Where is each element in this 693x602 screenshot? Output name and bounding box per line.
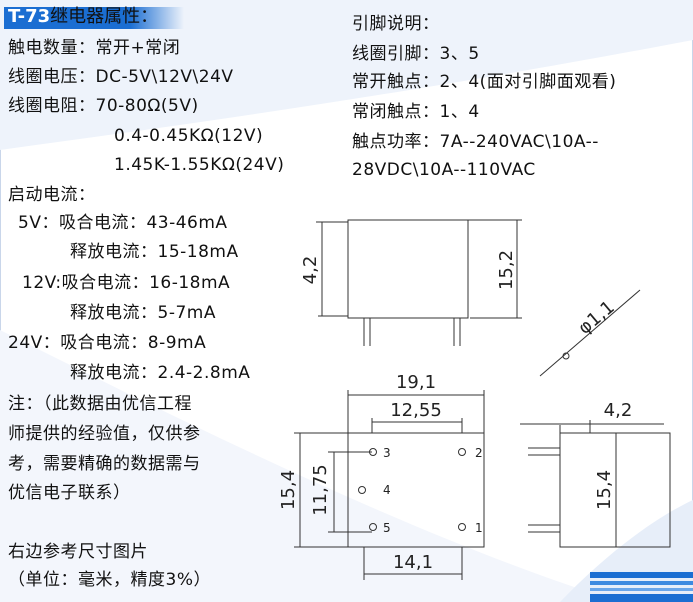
title-bar	[4, 7, 184, 29]
dim-w-inner: 12,55	[390, 400, 442, 421]
dim-h-total: 15,2	[496, 250, 517, 290]
dim-h-inner: 11,75	[310, 464, 331, 516]
pin-label-4: 4	[383, 483, 391, 497]
bottom-view-body	[347, 432, 485, 548]
pin-label-3: 3	[383, 446, 391, 460]
pin-no: 常开触点：2、4(面对引脚面观看)	[352, 72, 617, 92]
contact-power-2: 28VDC\10A--110VAC	[352, 160, 536, 180]
pin-nc: 常闭触点：1、4	[352, 102, 480, 122]
current-24v-pull: 24V：吸合电流：8-9mA	[8, 333, 207, 353]
side-view-body	[559, 432, 671, 548]
pin-label-1: 1	[475, 521, 483, 535]
dim-depth: 4,2	[604, 400, 633, 421]
contact-power-1: 触点功率：7A--240VAC\10A--	[352, 132, 599, 152]
dim-h-side-view: 15,4	[594, 470, 615, 510]
pin-label-5: 5	[383, 521, 391, 535]
start-current-heading: 启动电流：	[8, 185, 96, 205]
spec-coil-voltage: 线圈电压：DC-5V\12V\24V	[8, 67, 234, 87]
pin-heading: 引脚说明：	[352, 14, 440, 34]
current-5v-pull: 5V：吸合电流：43-46mA	[18, 213, 228, 233]
model-code: T-73	[8, 6, 51, 27]
note-line-1: 注：（此数据由优信工程	[8, 394, 192, 414]
dim-h-body: 15,4	[278, 470, 299, 510]
spec-coil-resistance-24v: 1.45K-1.55KΩ(24V)	[114, 155, 285, 175]
spec-coil-resistance: 线圈电阻：70-80Ω(5V)	[8, 96, 199, 116]
current-12v-release: 释放电流：5-7mA	[70, 303, 216, 323]
dim-w-pins: 14,1	[393, 552, 433, 573]
pin-label-2: 2	[475, 446, 483, 460]
spec-contacts: 触电数量：常开+常闭	[8, 38, 181, 58]
note-line-4: 优信电子联系）	[8, 483, 131, 503]
current-24v-release: 释放电流：2.4-2.8mA	[70, 363, 251, 383]
current-5v-release: 释放电流：15-18mA	[70, 242, 239, 262]
ref-line-1: 右边参考尺寸图片	[8, 542, 148, 562]
dim-diameter: φ1,1	[574, 297, 619, 339]
title-rest: 继电器属性：	[50, 6, 159, 27]
dim-w-total: 19,1	[396, 372, 436, 393]
page-title: T-73继电器属性：	[8, 5, 158, 29]
pin-coil: 线圈引脚：3、5	[352, 44, 480, 64]
note-line-2: 师提供的经验值，仅供参	[8, 424, 201, 444]
spec-coil-resistance-12v: 0.4-0.45KΩ(12V)	[114, 126, 264, 146]
front-view-body	[347, 219, 469, 319]
ref-line-2: （单位：毫米，精度3%）	[8, 570, 211, 590]
current-12v-pull: 12V:吸合电流：16-18mA	[22, 273, 231, 293]
dim-h-side: 4,2	[300, 256, 321, 285]
note-line-3: 考，需要精确的数据需与	[8, 454, 201, 474]
decor-stripes	[590, 572, 693, 602]
